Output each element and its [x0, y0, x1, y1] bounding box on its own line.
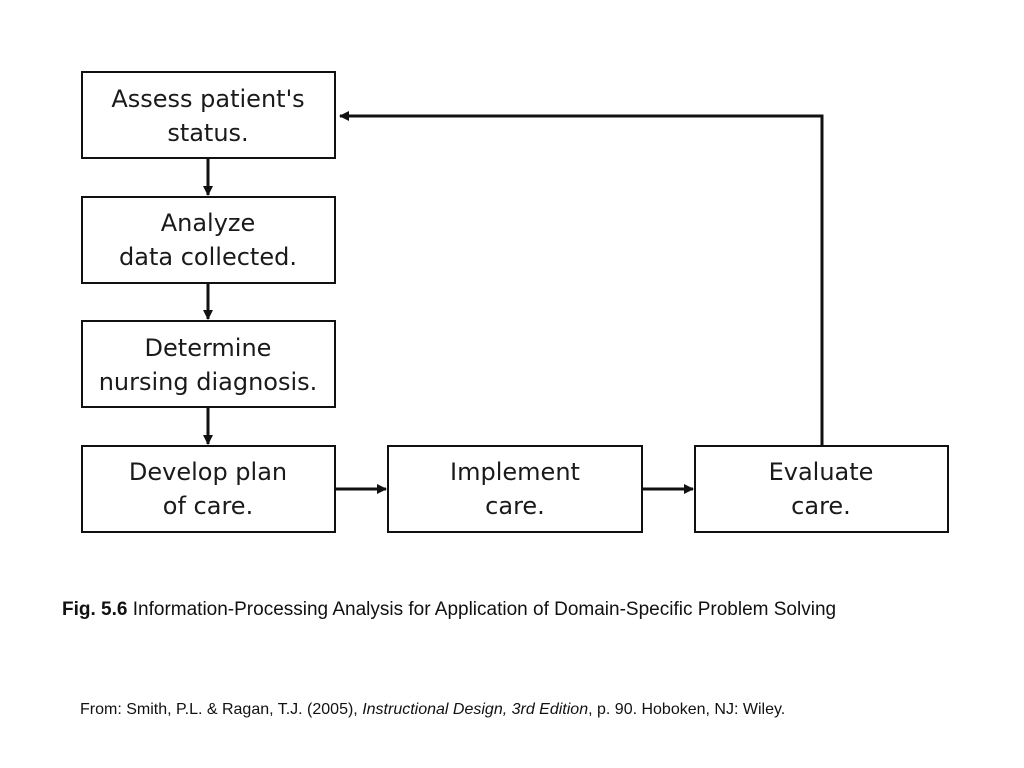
figure-caption: Fig. 5.6 Information-Processing Analysis… — [62, 597, 942, 623]
source-citation: From: Smith, P.L. & Ragan, T.J. (2005), … — [80, 698, 940, 722]
node-assess: Assess patient's status. — [81, 71, 336, 159]
node-analyze-line-1: Analyze — [161, 209, 256, 237]
node-analyze-box — [81, 196, 336, 284]
node-develop-box — [81, 445, 336, 533]
node-implement-line-2: care. — [485, 492, 545, 520]
node-evaluate-box — [694, 445, 949, 533]
source-book-title: Instructional Design, 3rd Edition — [362, 701, 589, 718]
node-implement-line-1: Implement — [450, 458, 580, 486]
node-evaluate-line-1: Evaluate — [769, 458, 874, 486]
edges-group — [203, 111, 824, 494]
node-determine: Determine nursing diagnosis. — [81, 320, 336, 408]
edge-evaluate-to-assess — [339, 111, 824, 446]
source-prefix: From: Smith, P.L. & Ragan, T.J. (2005), — [80, 701, 363, 718]
flow-diagram: Assess patient's status. Analyze data co… — [81, 71, 949, 533]
node-assess-box — [81, 71, 336, 159]
node-develop-line-1: Develop plan — [129, 458, 287, 486]
node-determine-line-2: nursing diagnosis. — [99, 368, 318, 396]
node-determine-box — [81, 320, 336, 408]
node-determine-line-1: Determine — [145, 334, 272, 362]
figure-number: Fig. 5.6 — [62, 599, 128, 620]
node-analyze-line-2: data collected. — [119, 243, 297, 271]
node-assess-line-2: status. — [167, 119, 248, 147]
node-implement-box — [387, 445, 643, 533]
node-evaluate-line-2: care. — [791, 492, 851, 520]
node-evaluate: Evaluate care. — [694, 445, 949, 533]
node-develop-line-2: of care. — [163, 492, 253, 520]
node-develop: Develop plan of care. — [81, 445, 336, 533]
node-analyze: Analyze data collected. — [81, 196, 336, 284]
node-assess-line-1: Assess patient's — [111, 85, 304, 113]
figure-caption-text: Information-Processing Analysis for Appl… — [127, 599, 837, 620]
node-implement: Implement care. — [387, 445, 643, 533]
source-suffix: , p. 90. Hoboken, NJ: Wiley. — [588, 701, 786, 718]
